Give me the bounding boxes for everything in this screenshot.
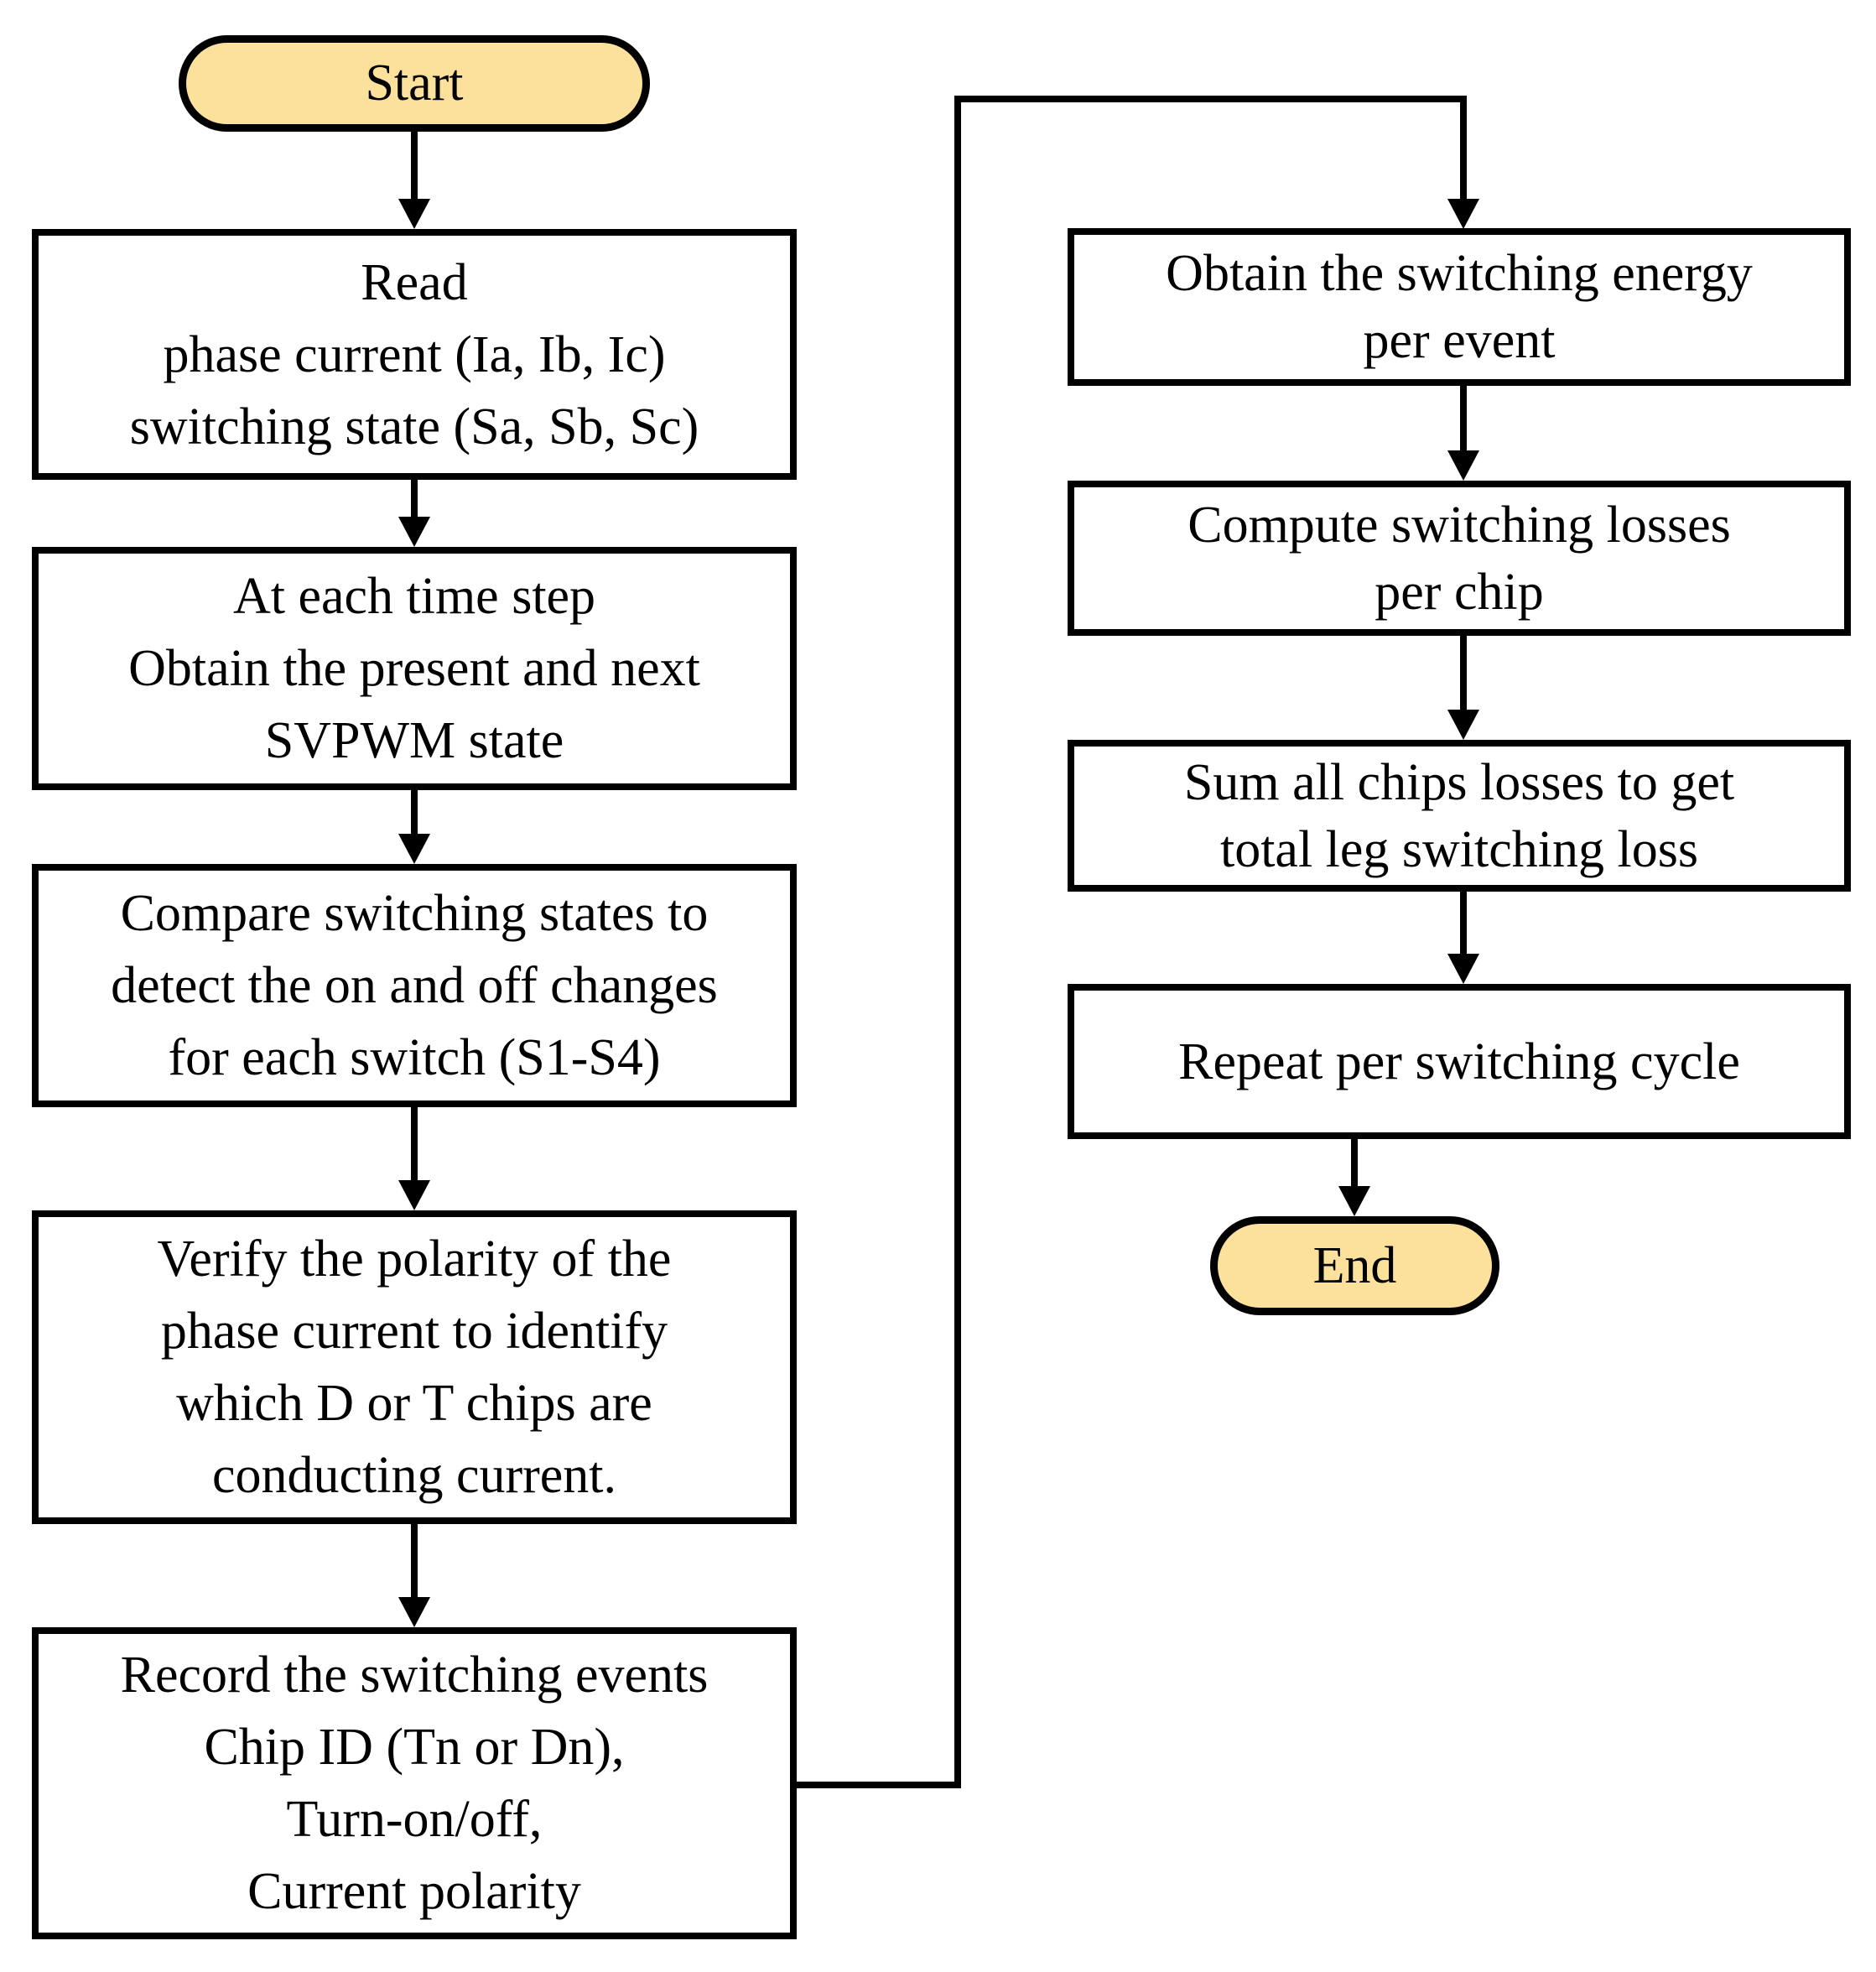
- step-compute-losses-text: Compute switching losses per chip: [1187, 496, 1731, 621]
- step-switching-energy-text: Obtain the switching energy per event: [1166, 245, 1753, 369]
- step-compute-losses: Compute switching losses per chip: [1068, 481, 1851, 636]
- step-repeat-cycle-text: Repeat per switching cycle: [1178, 1033, 1740, 1090]
- start-terminal: Start: [179, 35, 650, 132]
- step-record-events: Record the switching events Chip ID (Tn …: [32, 1627, 797, 1939]
- step-compare-switching-states-text: Compare switching states to detect the o…: [111, 885, 718, 1086]
- end-terminal: End: [1210, 1216, 1499, 1315]
- end-label: End: [1312, 1236, 1397, 1294]
- step-verify-polarity: Verify the polarity of the phase current…: [32, 1210, 797, 1524]
- step-obtain-svpwm-state: At each time step Obtain the present and…: [32, 547, 797, 790]
- step-sum-losses: Sum all chips losses to get total leg sw…: [1068, 740, 1851, 892]
- elbow-connector-record-to-energy: [797, 96, 1467, 1788]
- step-obtain-svpwm-state-text: At each time step Obtain the present and…: [128, 568, 700, 769]
- start-label: Start: [365, 55, 464, 112]
- step-verify-polarity-text: Verify the polarity of the phase current…: [157, 1231, 672, 1504]
- step-read-inputs: Read phase current (Ia, Ib, Ic) switchin…: [32, 229, 797, 480]
- step-read-inputs-text: Read phase current (Ia, Ib, Ic) switchin…: [129, 253, 699, 455]
- step-repeat-cycle: Repeat per switching cycle: [1068, 984, 1851, 1139]
- step-switching-energy: Obtain the switching energy per event: [1068, 228, 1851, 386]
- step-record-events-text: Record the switching events Chip ID (Tn …: [120, 1647, 709, 1920]
- step-compare-switching-states: Compare switching states to detect the o…: [32, 864, 797, 1107]
- step-sum-losses-text: Sum all chips losses to get total leg sw…: [1183, 753, 1735, 878]
